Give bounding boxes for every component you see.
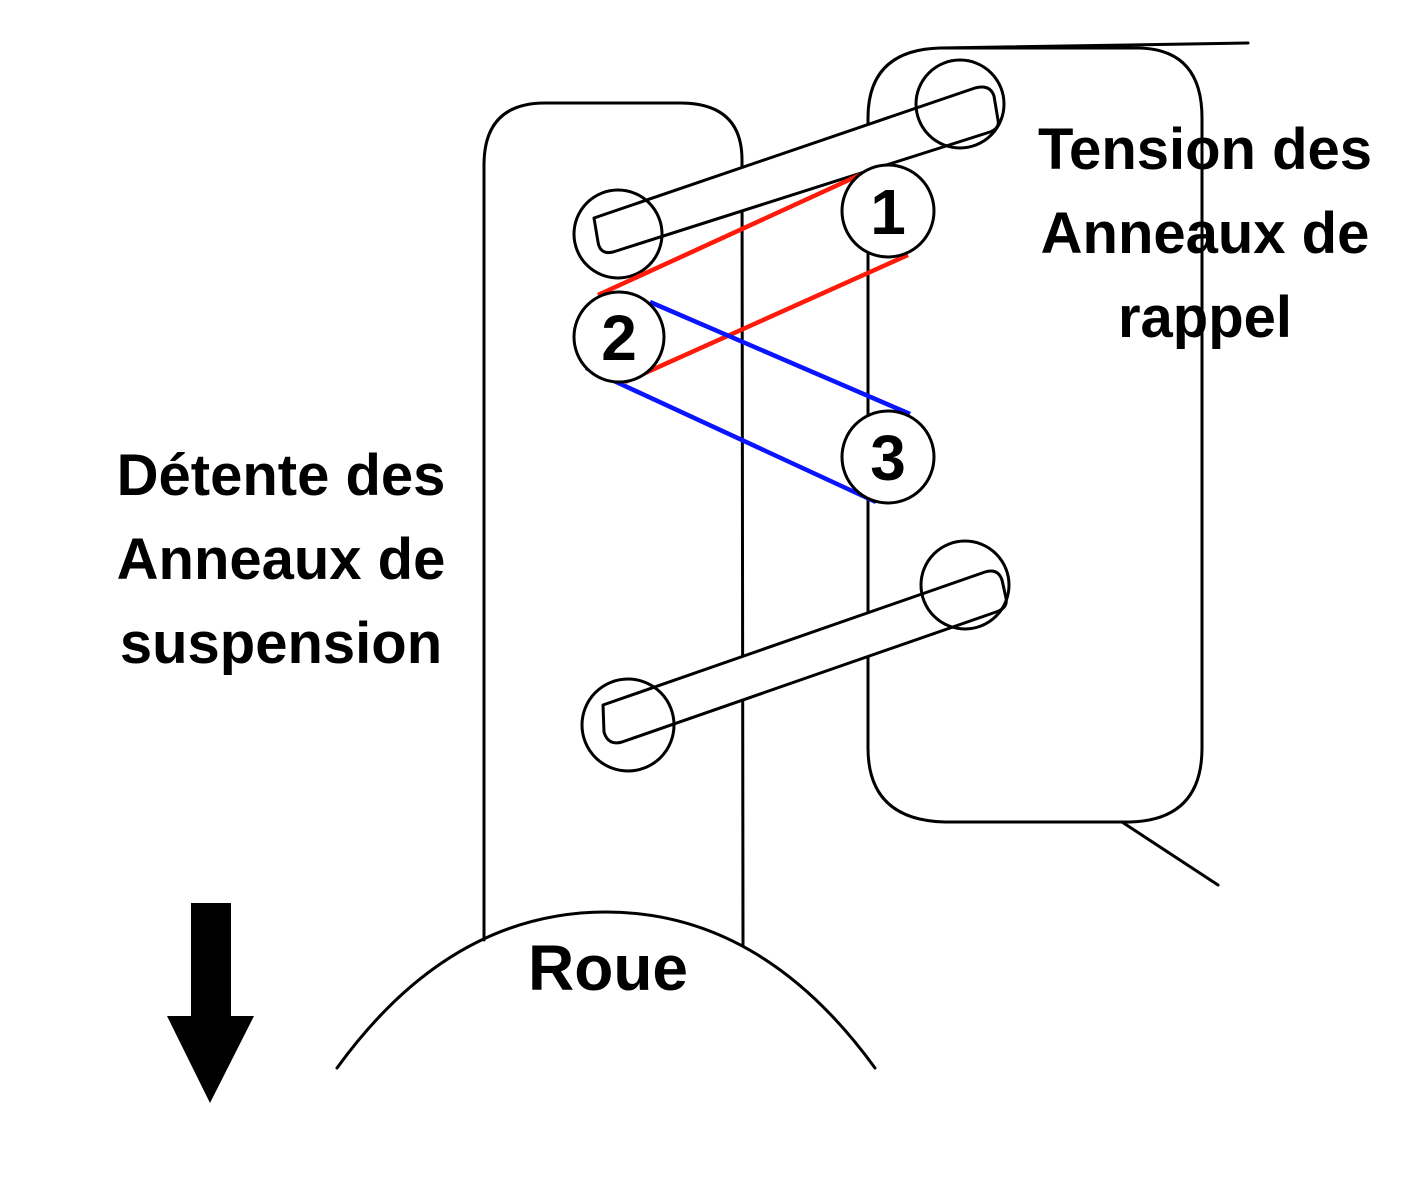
step-marker-2: 2 (572, 290, 666, 384)
detente-label-line-2: Anneaux de (116, 527, 446, 592)
step-2-label: 2 (601, 302, 637, 374)
wheel-label: Roue (528, 932, 688, 1004)
right-arm (866, 46, 1204, 824)
upper-link-right-pivot (914, 58, 1006, 150)
tension-label-line-3: rappel (1117, 285, 1293, 350)
left-arm (482, 101, 745, 947)
step-marker-3: 3 (840, 409, 936, 505)
upper-link (592, 85, 1000, 254)
tension-path-2 (624, 252, 909, 385)
step-marker-1: 1 (840, 163, 936, 259)
detente-label: Détente des Anneaux de suspension (96, 434, 466, 686)
step-1-label: 1 (870, 176, 906, 248)
tension-label-line-2: Anneaux de (1040, 201, 1370, 266)
lower-link (601, 569, 1008, 745)
detente-label-line-3: suspension (119, 611, 443, 676)
tension-path-1 (597, 165, 876, 298)
down-arrow-icon (167, 903, 254, 1103)
detente-label-line-1: Détente des (116, 443, 446, 508)
detente-path-1 (649, 299, 911, 417)
bottom-cable (1120, 820, 1220, 887)
tension-label: Tension des Anneaux de rappel (1020, 108, 1390, 360)
lower-link-right-pivot (919, 539, 1011, 631)
wheel (335, 910, 877, 1070)
detente-path-2 (585, 365, 877, 505)
top-cable (938, 41, 1250, 50)
upper-link-left-pivot (572, 188, 664, 280)
tension-label-line-1: Tension des (1037, 117, 1373, 182)
lower-link-left-pivot (580, 677, 676, 773)
step-3-label: 3 (870, 422, 906, 494)
